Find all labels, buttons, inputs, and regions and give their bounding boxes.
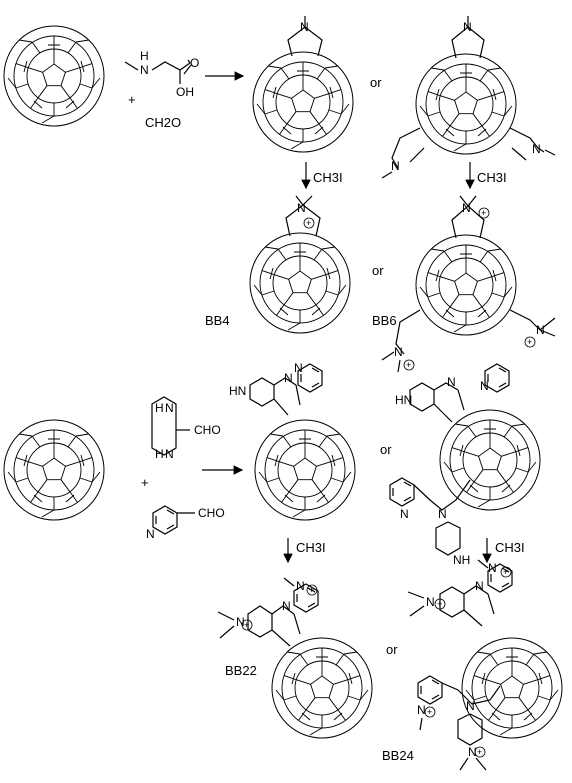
- c60-reactant-top: [3, 25, 105, 127]
- svg-text:+: +: [437, 599, 442, 609]
- bb24-structure: N + N N + N + N N +: [407, 559, 563, 771]
- or-bb: or: [372, 263, 384, 278]
- svg-text:N: N: [165, 447, 174, 461]
- svg-text:+: +: [406, 360, 411, 370]
- svg-text:N: N: [284, 371, 293, 385]
- svg-text:+: +: [503, 567, 508, 577]
- bb4-structure: N +: [249, 195, 351, 334]
- svg-text:+: +: [306, 218, 311, 228]
- svg-text:N: N: [447, 375, 456, 389]
- svg-text:N: N: [400, 507, 409, 521]
- svg-text:+: +: [481, 208, 486, 218]
- svg-text:HN: HN: [395, 393, 412, 407]
- sarcosine-structure: N H O OH: [124, 49, 199, 99]
- svg-text:N: N: [438, 507, 447, 521]
- carbonyl-o: O: [190, 56, 199, 70]
- svg-text:N: N: [394, 345, 403, 359]
- reagent-ch3i-3: CH3I: [296, 540, 326, 555]
- bb22-structure: N + N N +: [217, 577, 373, 739]
- reagent-ch3i-1: CH3I: [313, 170, 343, 185]
- svg-text:+: +: [477, 747, 482, 757]
- svg-text:N: N: [236, 615, 245, 629]
- amine-h: H: [140, 49, 149, 63]
- svg-text:N: N: [297, 201, 306, 215]
- svg-text:N: N: [468, 745, 477, 759]
- svg-text:+: +: [244, 620, 249, 630]
- mono-piperazinyl-product: HN N N: [229, 361, 356, 521]
- svg-text:H: H: [155, 447, 164, 461]
- amine-n: N: [140, 63, 149, 77]
- label-bb24: BB24: [382, 748, 414, 763]
- svg-text:N: N: [391, 159, 400, 173]
- hydroxyl-oh: OH: [176, 85, 194, 99]
- svg-text:N: N: [466, 699, 475, 713]
- plus-sign-bottom: +: [141, 475, 149, 490]
- svg-text:N: N: [296, 579, 305, 593]
- label-bb22: BB22: [225, 663, 257, 678]
- svg-text:N: N: [282, 599, 291, 613]
- tris-pyrrolidine-product: N N N: [381, 16, 556, 179]
- plus-sign-top: +: [128, 92, 136, 107]
- label-bb4: BB4: [205, 313, 230, 328]
- svg-text:N: N: [475, 579, 484, 593]
- svg-text:N: N: [462, 201, 471, 215]
- svg-text:N: N: [536, 323, 545, 337]
- svg-text:CHO: CHO: [194, 423, 221, 437]
- svg-text:HN: HN: [229, 384, 246, 398]
- or-top: or: [370, 75, 382, 90]
- c60-reactant-bottom: [3, 419, 105, 521]
- or-bottom: or: [380, 442, 392, 457]
- svg-text:H: H: [155, 401, 164, 415]
- reagent-ch3i-4: CH3I: [495, 540, 525, 555]
- reagent-ch3i-2: CH3I: [477, 170, 507, 185]
- svg-text:NH: NH: [453, 553, 470, 567]
- bb6-structure: N + N + N +: [381, 195, 556, 373]
- svg-text:N: N: [488, 561, 497, 575]
- formaldehyde-label: CH2O: [145, 115, 181, 130]
- svg-text:CHO: CHO: [198, 506, 225, 520]
- svg-text:N: N: [463, 20, 472, 34]
- bis-piperazinyl-product: HN N N N N NH: [389, 363, 541, 567]
- svg-text:+: +: [527, 337, 532, 347]
- svg-text:N: N: [300, 20, 309, 34]
- or-bb-bottom: or: [386, 642, 398, 657]
- mono-pyrrolidine-product: N: [252, 16, 354, 153]
- svg-text:N: N: [294, 361, 303, 375]
- svg-text:N: N: [480, 379, 489, 393]
- svg-text:N: N: [146, 527, 155, 541]
- label-bb6: BB6: [372, 313, 397, 328]
- svg-text:N: N: [417, 703, 426, 717]
- svg-text:N: N: [426, 595, 435, 609]
- pyridine-carbaldehyde: N CHO: [146, 505, 225, 541]
- svg-text:N: N: [165, 401, 174, 415]
- svg-text:+: +: [427, 707, 432, 717]
- svg-text:N: N: [532, 142, 541, 156]
- svg-text:+: +: [309, 585, 314, 595]
- piperazine-carbaldehyde: H N H N CHO: [151, 396, 221, 461]
